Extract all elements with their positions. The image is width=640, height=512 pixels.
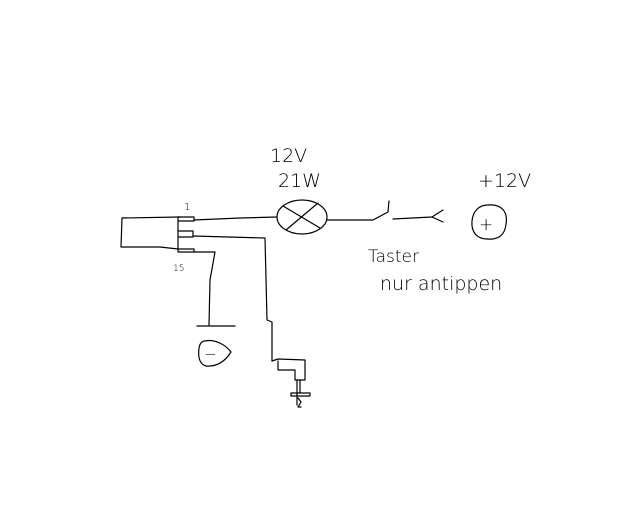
pin-15-label: 15: [173, 264, 184, 274]
negative-symbol: −: [204, 345, 217, 363]
negative-terminal: −: [198, 339, 232, 367]
pin-1-label: 1: [184, 202, 190, 213]
pin-15: [177, 248, 195, 253]
positive-terminal: +: [471, 204, 507, 240]
wire-pin1-lamp: [193, 216, 278, 221]
wire-pin2-sensor: [192, 235, 273, 362]
connector-block: [120, 216, 195, 253]
lamp-symbol: [276, 199, 328, 235]
sensor-symbol: [271, 358, 311, 408]
lamp-power-label: 21W: [278, 170, 321, 192]
supply-voltage-label: +12V: [478, 170, 531, 192]
wire-lamp-switch: [326, 200, 390, 221]
switch-contact: [392, 209, 444, 223]
pin-2: [177, 230, 194, 238]
pin-1: [177, 216, 195, 222]
switch-note: nur antippen: [380, 273, 502, 295]
lamp-voltage-label: 12V: [270, 145, 307, 167]
switch-label: Taster: [368, 247, 419, 267]
positive-symbol: +: [479, 215, 493, 235]
wire-pin15-ground: [193, 251, 216, 326]
